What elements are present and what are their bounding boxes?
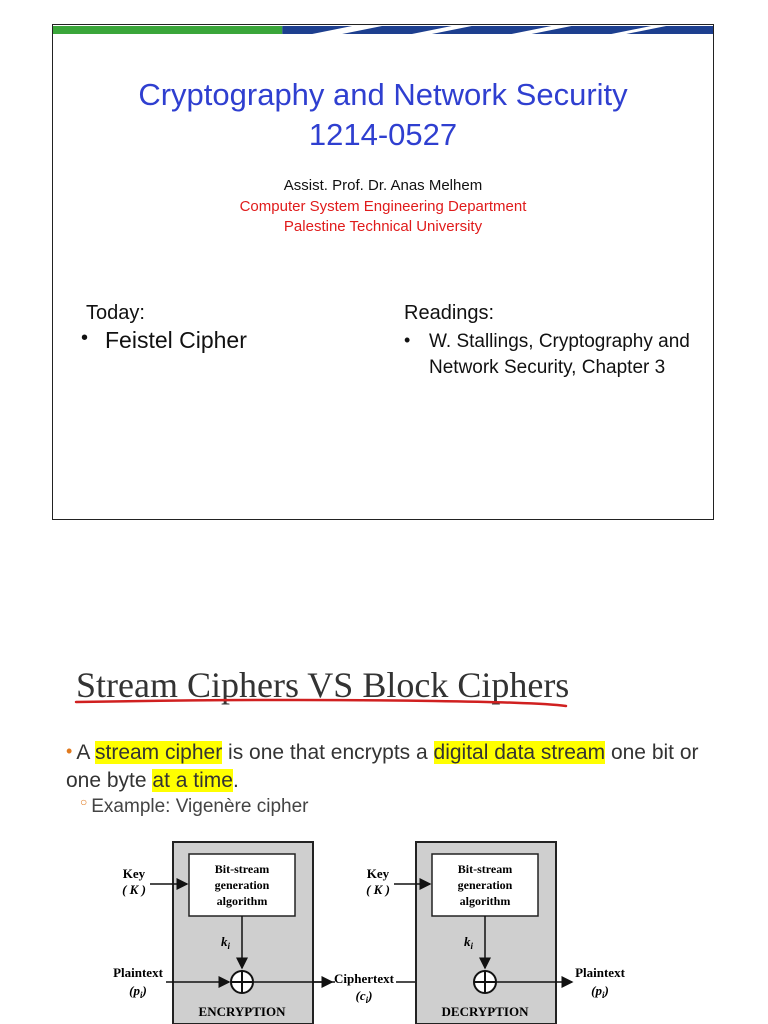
highlighted-term: at a time [152,769,233,792]
ciphertext-symbol: (ci) [356,988,373,1005]
encryption-label: ENCRYPTION [199,1004,287,1019]
text-segment: is one that encrypts a [222,741,434,764]
generator-label-line3: algorithm [460,894,511,908]
readings-list-item: • W. Stallings, Cryptography and Network… [404,329,704,381]
key-label: Key [367,866,390,881]
generator-label-line1: Bit-stream [458,862,512,876]
stream-cipher-definition: •A stream cipher is one that encrypts a … [66,737,736,795]
key-stream-label: ki [221,934,231,951]
bullet-icon: • [66,741,73,761]
key-symbol: ( K ) [122,882,146,897]
key-label: Key [123,866,146,881]
bullet-icon: • [404,330,411,350]
stream-cipher-diagram: Bit-stream generation algorithm ki ENCRY… [113,841,626,1024]
example-text: Example: Vigenère cipher [91,796,309,817]
decryption-block: Bit-stream generation algorithm ki DECRY… [415,841,557,1024]
decorative-top-bar [53,25,713,35]
university-name: Palestine Technical University [283,218,483,235]
generator-label-line1: Bit-stream [215,862,269,876]
text-segment: one bit or one byte [66,741,699,792]
title-slide: Cryptography and Network Security 1214-0… [52,24,714,520]
ciphertext-label: Ciphertext [334,971,395,986]
plaintext-output-label: Plaintext [575,965,625,980]
today-heading: Today: [86,302,145,324]
decryption-label: DECRYPTION [442,1004,530,1019]
author-name: Assist. Prof. Dr. Anas Melhem [283,177,483,194]
circle-bullet-icon: ○ [80,795,88,809]
plaintext-symbol: (pi) [129,983,147,1000]
today-list-item: • Feistel Cipher [81,327,247,354]
highlighted-term: digital data stream [433,741,606,764]
course-code: 1214-0527 [308,117,458,152]
generator-label-line2: generation [215,878,270,892]
slide-title: Stream Ciphers VS Block Ciphers [76,665,570,705]
generator-label-line2: generation [458,878,513,892]
readings-heading: Readings: [404,302,495,324]
today-topic: Feistel Cipher [105,327,247,353]
generator-label-line3: algorithm [217,894,268,908]
text-segment: . [232,769,239,792]
example-sub-bullet: ○Example: Vigenère cipher [80,795,308,818]
plaintext-output-symbol: (pi) [591,983,609,1000]
department-name: Computer System Engineering Department [239,198,527,215]
text-segment: A [76,741,95,764]
red-underline-annotation [74,698,568,708]
encryption-block: Bit-stream generation algorithm ki ENCRY… [172,841,314,1024]
plaintext-label: Plaintext [113,965,163,980]
bullet-icon: • [81,327,89,349]
key-symbol: ( K ) [366,882,390,897]
course-title: Cryptography and Network Security [138,77,628,112]
reading-reference: W. Stallings, Cryptography and Network S… [429,331,690,378]
key-stream-label: ki [464,934,474,951]
highlighted-term: stream cipher [95,741,223,764]
